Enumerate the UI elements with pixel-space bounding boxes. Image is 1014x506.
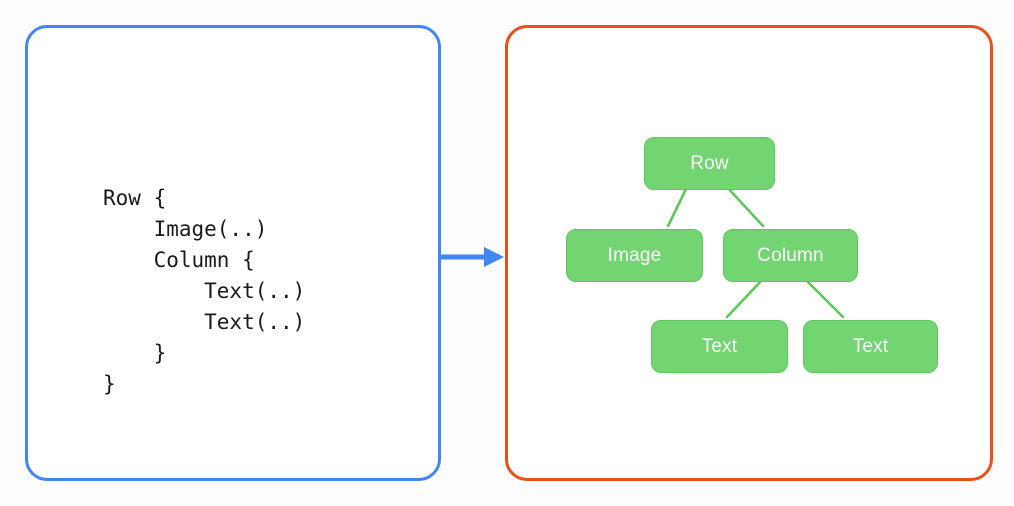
edge-row-column xyxy=(725,185,765,228)
source-code-block: Row { Image(..) Column { Text(..) Text(.… xyxy=(103,186,306,396)
tree-node-row-label: Row xyxy=(690,152,729,174)
code-panel: Row { Image(..) Column { Text(..) Text(.… xyxy=(25,25,441,481)
edge-column-text1 xyxy=(725,277,765,319)
tree-edges xyxy=(666,185,845,319)
edge-row-image xyxy=(666,185,689,228)
tree-node-text-2[interactable]: Text xyxy=(803,320,938,373)
tree-node-text-2-label: Text xyxy=(852,335,889,357)
tree-node-image[interactable]: Image xyxy=(566,229,703,282)
compiles-to-arrow xyxy=(441,247,504,267)
tree-panel: Row Image Column Text Text xyxy=(505,25,993,481)
edge-column-text2 xyxy=(803,277,845,319)
tree-node-text-1-label: Text xyxy=(701,335,738,357)
tree-node-column[interactable]: Column xyxy=(723,229,858,282)
tree-node-column-label: Column xyxy=(757,244,824,266)
tree-node-text-1[interactable]: Text xyxy=(651,320,788,373)
tree-node-image-label: Image xyxy=(607,244,662,266)
tree-node-row[interactable]: Row xyxy=(644,137,775,190)
